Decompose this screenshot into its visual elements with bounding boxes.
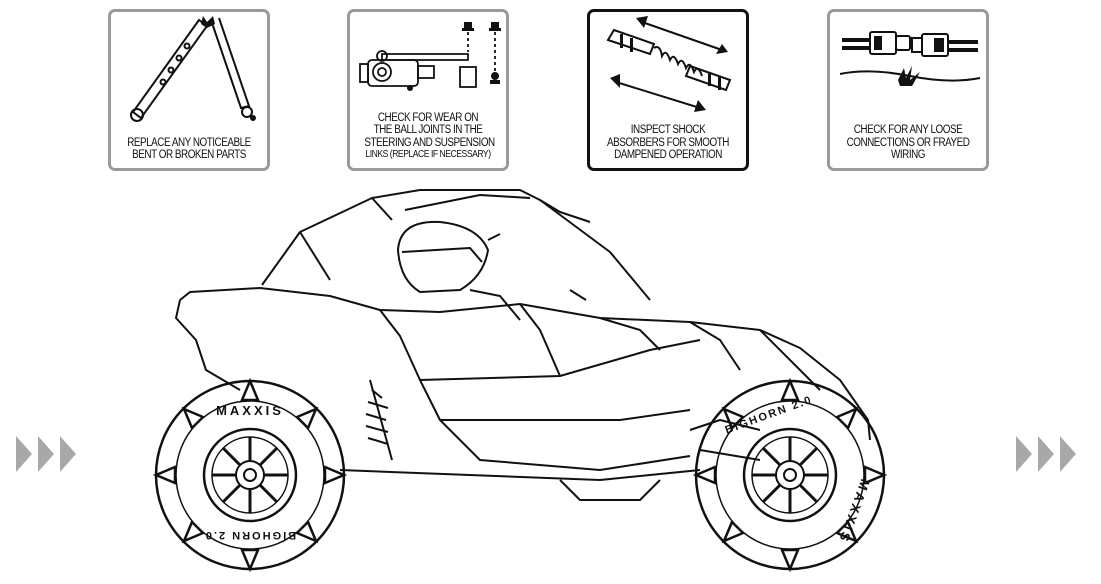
card-caption: REPLACE ANY NOTICEABLE BENT OR BROKEN PA…	[125, 137, 252, 162]
caption-line: LINKS (REPLACE IF NECESSARY)	[365, 149, 491, 161]
caption-line: WIRING	[891, 149, 925, 162]
caption-line: CONNECTIONS OR FRAYED	[846, 136, 970, 149]
rear-wheel	[152, 377, 348, 573]
card-caption: INSPECT SHOCK ABSORBERS FOR SMOOTH DAMPE…	[604, 124, 731, 162]
caption-line: CHECK FOR ANY LOOSE	[853, 124, 963, 137]
front-tire-brand: MAXXIS	[836, 477, 873, 546]
card-caption: CHECK FOR WEAR ON THE BALL JOINTS IN THE…	[364, 111, 495, 162]
caption-line: INSPECT SHOCK	[630, 124, 706, 137]
card-shock-absorbers[interactable]: INSPECT SHOCK ABSORBERS FOR SMOOTH DAMPE…	[587, 9, 749, 171]
rear-tire-model: BIGHORN 2.0	[204, 529, 296, 541]
caption-line: BENT OR BROKEN PARTS	[132, 149, 246, 162]
caption-line: CHECK FOR WEAR ON	[377, 111, 479, 124]
vehicle-body	[179, 287, 871, 441]
ball-joint-icon	[359, 22, 501, 91]
triple-chevron-left-icon[interactable]	[14, 434, 80, 474]
triple-chevron-right-icon[interactable]	[1014, 434, 1080, 474]
caption-line: DAMPENED OPERATION	[614, 149, 722, 162]
helmet	[397, 220, 489, 293]
rear-tire-brand: MAXXIS	[216, 403, 284, 418]
card-caption: CHECK FOR ANY LOOSE CONNECTIONS OR FRAYE…	[844, 124, 971, 162]
caption-line: THE BALL JOINTS IN THE	[373, 124, 483, 137]
front-wheel	[692, 377, 888, 573]
caption-line: REPLACE ANY NOTICEABLE	[127, 136, 251, 149]
caption-line: STEERING AND SUSPENSION	[364, 136, 495, 149]
roll-cage	[261, 189, 651, 301]
connector-icon	[839, 31, 981, 86]
card-ball-joints[interactable]: CHECK FOR WEAR ON THE BALL JOINTS IN THE…	[347, 9, 509, 171]
side-by-side-vehicle-illustration: MAXXIS BIGHORN 2.0 BIGHORN 2.0 MAXXIS	[152, 189, 888, 573]
card-wiring[interactable]: CHECK FOR ANY LOOSE CONNECTIONS OR FRAYE…	[827, 9, 989, 171]
bent-arm-icon	[130, 16, 256, 122]
card-replace-parts[interactable]: REPLACE ANY NOTICEABLE BENT OR BROKEN PA…	[108, 9, 270, 171]
caption-line: ABSORBERS FOR SMOOTH	[607, 136, 729, 149]
shock-absorber-icon	[606, 16, 732, 112]
